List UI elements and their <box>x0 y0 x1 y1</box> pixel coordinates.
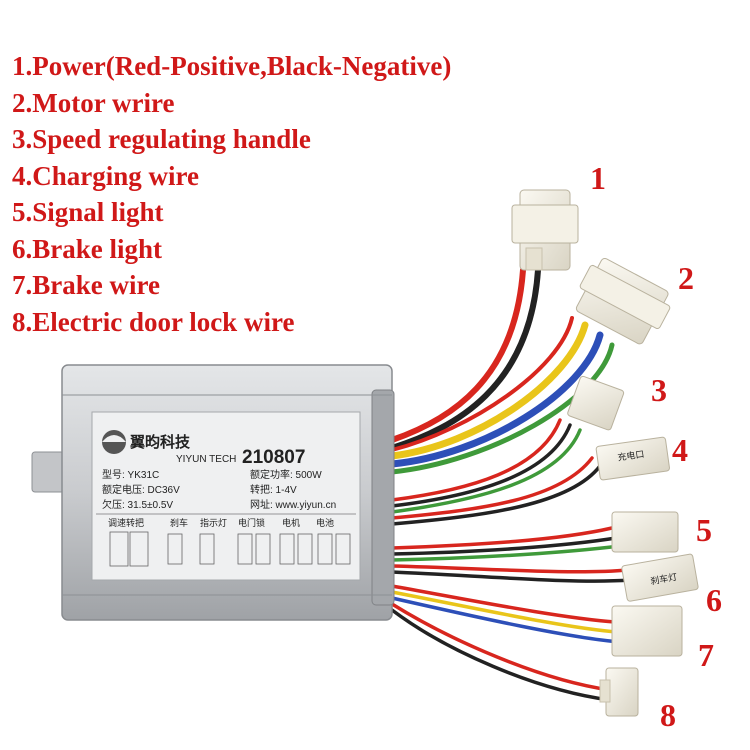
website-text: 网址: www.yiyun.cn <box>250 498 336 511</box>
callout-3: 3 <box>651 372 667 408</box>
brake-tag-text: 刹车灯 <box>649 571 678 587</box>
wire-harness <box>388 267 632 702</box>
callout-7: 7 <box>698 637 714 673</box>
voltage-text: 额定电压: DC36V <box>102 483 180 496</box>
legend-item-power: 1.Power(Red-Positive,Black-Negative) <box>12 51 452 81</box>
brake-wire-blue <box>390 596 622 644</box>
motor-wire-yellow <box>388 321 589 460</box>
connector-7-brake <box>611 605 683 657</box>
power-wire-black <box>389 267 541 451</box>
legend-item-speed-handle: 3.Speed regulating handle <box>12 124 311 154</box>
motor-wire-red <box>390 316 574 452</box>
legend-item-charging-wire: 4.Charging wire <box>12 160 199 191</box>
terminal-battery: 电池 <box>316 517 334 528</box>
connector-3-speed <box>567 375 625 431</box>
brake-wire-red <box>390 584 617 624</box>
charge-wire-black <box>390 464 602 526</box>
lock-wire-black <box>390 608 612 702</box>
legend-item-signal-light: 5.Signal light <box>12 197 164 227</box>
legend-item-brake-light: 6.Brake light <box>12 233 163 264</box>
charge-wire-red <box>390 456 594 520</box>
speed-wire-red <box>390 418 562 502</box>
connector-2-motor <box>575 257 671 345</box>
motor-wire-blue <box>388 331 604 468</box>
callout-4: 4 <box>672 432 688 468</box>
power-text: 额定功率: 500W <box>250 468 322 481</box>
terminal-speed-handle: 调速转把 <box>108 517 144 528</box>
model-text: 型号: YK31C <box>102 468 159 481</box>
callout-2: 2 <box>678 260 694 296</box>
brakelight-wire-red <box>390 564 630 574</box>
connector-6-brake-light: 刹车灯 <box>621 553 699 602</box>
lock-wire-red <box>390 602 612 692</box>
wire-legend: 1.Power(Red-Positive,Black-Negative) 2.M… <box>12 48 451 340</box>
signal-wire-red <box>390 526 614 550</box>
terminal-door-lock: 电门锁 <box>238 517 265 528</box>
connector-4-charging: 充电口 <box>595 436 670 481</box>
power-wire-red <box>389 267 526 443</box>
connector-5-signal <box>611 511 679 553</box>
connector-8-door-lock <box>599 667 639 717</box>
brake-wire-yellow <box>390 590 619 634</box>
throttle-text: 转把: 1-4V <box>250 483 297 496</box>
brand-logo <box>102 430 126 454</box>
brand-en-text: YIYUN TECH <box>176 454 236 465</box>
legend-item-door-lock-wire: 8.Electric door lock wire <box>12 306 295 337</box>
terminal-indicator: 指示灯 <box>200 517 227 528</box>
callout-1: 1 <box>590 160 606 196</box>
brand-cn-text: 翼昀科技 <box>129 433 191 451</box>
controller-label: 翼昀科技 YIYUN TECH 210807 型号: YK31C 额定电压: D… <box>91 411 361 581</box>
callout-8: 8 <box>660 697 676 733</box>
legend-item-brake-wire: 7.Brake wire <box>12 270 160 300</box>
callout-5: 5 <box>696 512 712 548</box>
signal-wire-green <box>390 544 622 562</box>
pinout-diagram <box>109 531 351 567</box>
speed-wire-green <box>390 428 582 514</box>
motor-wire-green <box>389 342 615 475</box>
connector-1-power <box>511 189 579 271</box>
terminal-motor: 电机 <box>282 517 300 528</box>
connectors: 充电口 刹车灯 <box>511 189 699 717</box>
charging-tag-text: 充电口 <box>617 448 645 463</box>
brakelight-wire-black <box>390 570 632 583</box>
speed-wire-black <box>390 423 572 508</box>
undervoltage-text: 欠压: 31.5±0.5V <box>102 498 173 511</box>
date-code-text: 210807 <box>242 447 305 468</box>
callout-6: 6 <box>706 582 722 618</box>
legend-item-motor-wire: 2.Motor wrire <box>12 87 175 118</box>
signal-wire-black <box>390 536 618 556</box>
controller-housing: 翼昀科技 YIYUN TECH 210807 型号: YK31C 额定电压: D… <box>31 364 395 621</box>
terminal-brake: 刹车 <box>170 517 188 528</box>
